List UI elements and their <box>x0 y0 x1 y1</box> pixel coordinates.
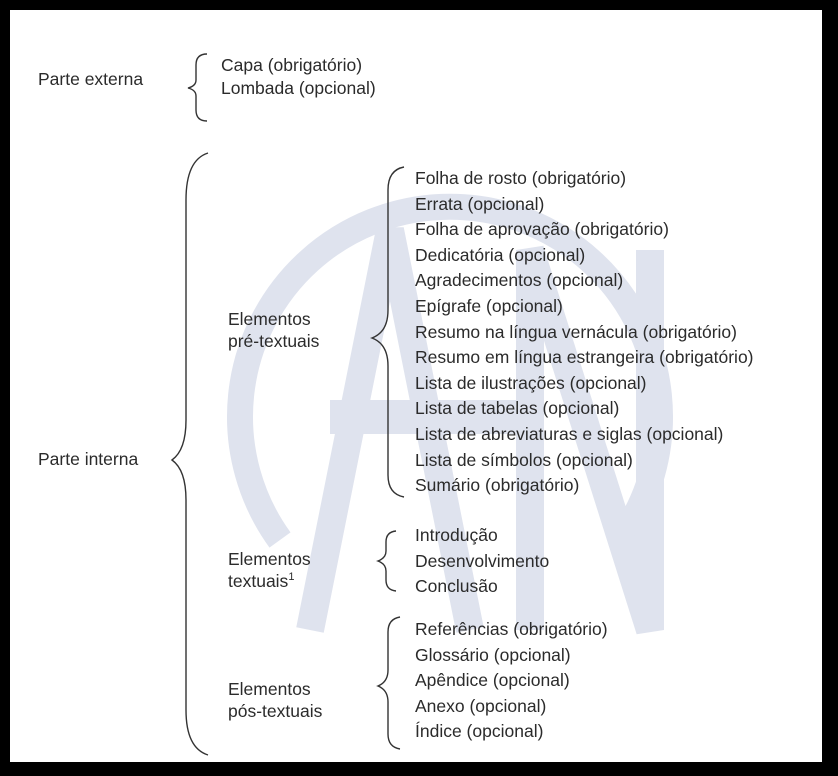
textuais-label-line1: Elementos <box>228 549 311 569</box>
list-item: Lista de tabelas (opcional) <box>415 398 620 419</box>
list-item: Resumo em língua estrangeira (obrigatóri… <box>415 347 754 368</box>
pre-textuais-label-line1: Elementos <box>228 309 311 329</box>
list-item: Glossário (opcional) <box>415 644 571 665</box>
textuais-list: Introdução Desenvolvimento Conclusão <box>415 523 549 600</box>
parte-externa-list: Capa (obrigatório) Lombada (opcional) <box>221 54 376 99</box>
pos-textuais-list: Referências (obrigatório) Glossário (opc… <box>415 617 608 745</box>
list-item: Desenvolvimento <box>415 550 550 571</box>
list-item: Agradecimentos (opcional) <box>415 270 624 291</box>
page: Parte externa Capa (obrigatório) Lombada… <box>10 10 822 762</box>
footnote-marker: 1 <box>288 571 295 584</box>
pre-textuais-label: Elementos pré-textuais <box>228 308 319 352</box>
textuais-label-line2: textuais <box>228 571 289 591</box>
pos-textuais-label: Elementos pós-textuais <box>228 678 322 722</box>
brace-parte-interna <box>170 152 209 756</box>
brace-pos-textuais <box>376 616 401 750</box>
textuais-label-line2-wrap: textuais1 <box>228 570 311 592</box>
list-item: Sumário (obrigatório) <box>415 475 580 496</box>
list-item: Folha de rosto (obrigatório) <box>415 168 627 188</box>
textuais-label: Elementos textuais1 <box>228 548 311 592</box>
pre-textuais-list: Folha de rosto (obrigatório) Errata (opc… <box>415 166 754 499</box>
pre-textuais-label-line2: pré-textuais <box>228 331 320 351</box>
braces-layer <box>170 53 405 756</box>
list-item: Folha de aprovação (obrigatório) <box>415 219 669 240</box>
list-item: Lista de ilustrações (opcional) <box>415 372 647 393</box>
list-item: Lista de abreviaturas e siglas (opcional… <box>415 423 724 444</box>
list-item: Resumo na língua vernácula (obrigatório) <box>415 321 737 342</box>
list-item: Anexo (opcional) <box>415 695 547 716</box>
list-item: Lombada (opcional) <box>221 77 376 98</box>
list-item: Epígrafe (opcional) <box>415 295 563 316</box>
abnt-watermark-logo <box>227 193 673 635</box>
brace-textuais <box>376 530 397 592</box>
parte-interna-label: Parte interna <box>38 449 139 469</box>
brace-pre-textuais <box>370 166 405 498</box>
list-item: Índice (opcional) <box>415 721 544 742</box>
list-item: Errata (opcional) <box>415 193 545 214</box>
pos-textuais-label-line2: pós-textuais <box>228 701 323 721</box>
list-item: Lista de símbolos (opcional) <box>415 449 633 470</box>
pos-textuais-label-line1: Elementos <box>228 679 311 699</box>
parte-externa-label: Parte externa <box>38 69 144 89</box>
list-item: Conclusão <box>415 576 498 597</box>
list-item: Capa (obrigatório) <box>221 55 363 75</box>
brace-parte-externa <box>187 53 208 122</box>
list-item: Apêndice (opcional) <box>415 670 570 691</box>
list-item: Dedicatória (opcional) <box>415 244 586 265</box>
list-item: Referências (obrigatório) <box>415 619 608 639</box>
list-item: Introdução <box>415 525 498 545</box>
